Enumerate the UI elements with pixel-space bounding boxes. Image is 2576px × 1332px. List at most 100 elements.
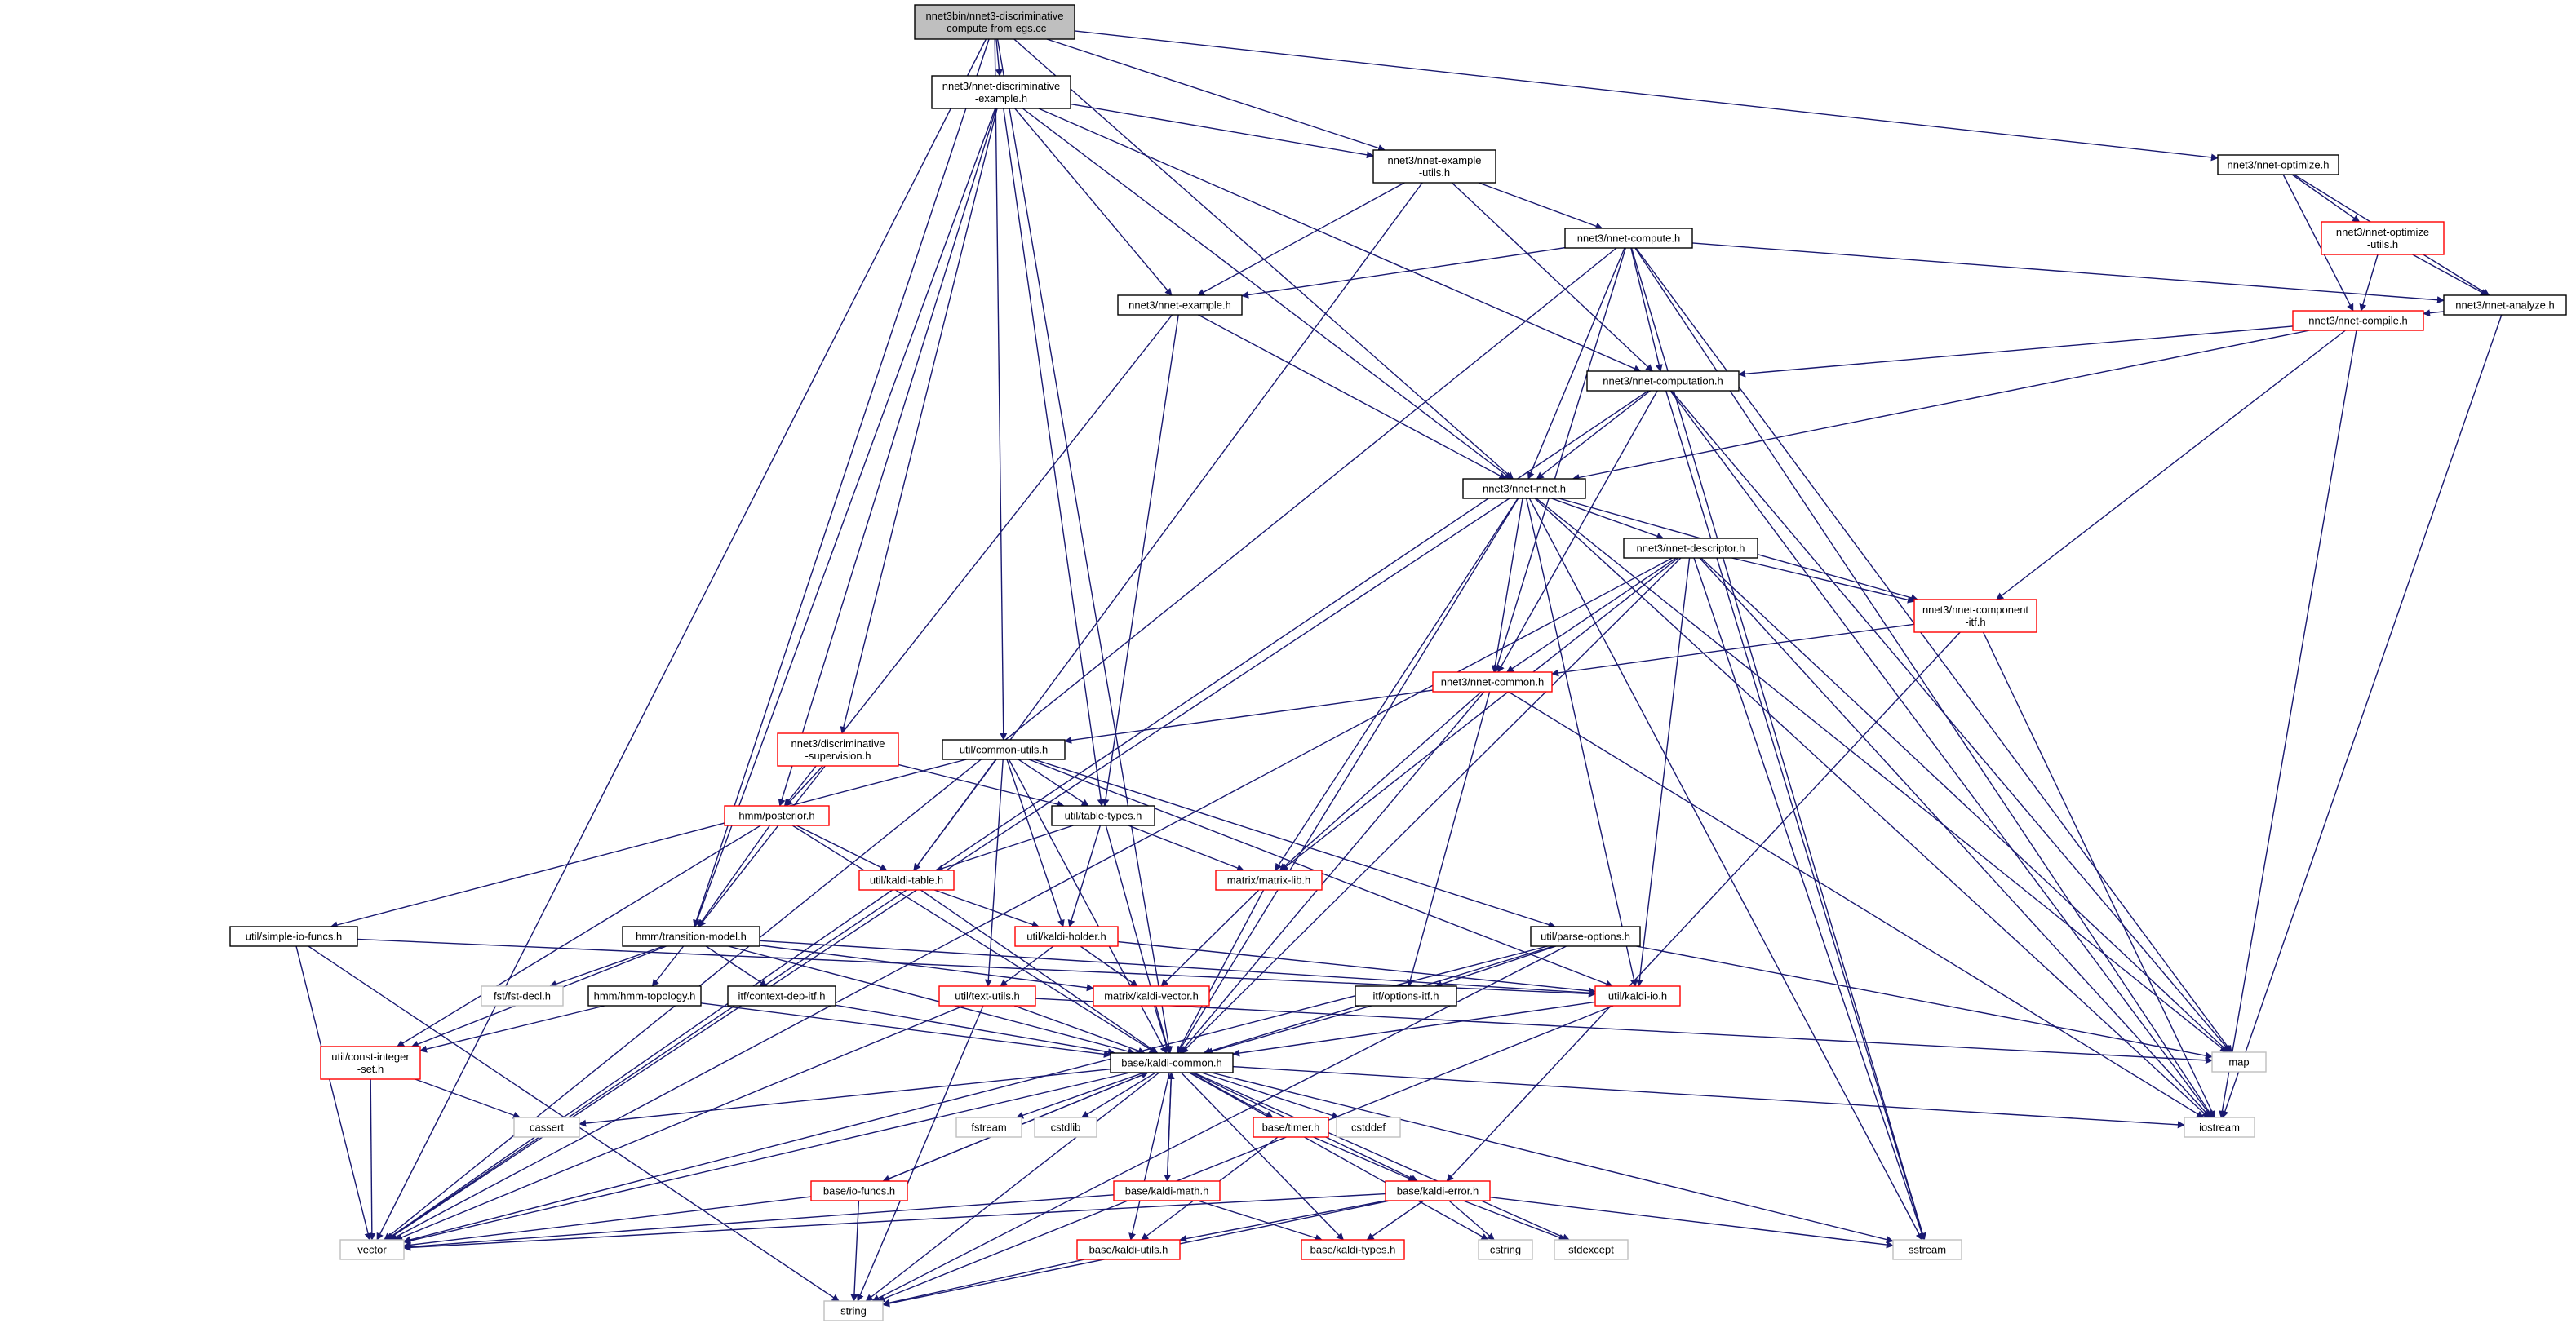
node-itf-options-itf-h[interactable]: itf/options-itf.h xyxy=(1355,985,1457,1007)
node-box xyxy=(1336,1117,1401,1138)
node-nnet3-nnet-compute-h[interactable]: nnet3/nnet-compute.h xyxy=(1564,228,1693,249)
node-label: -itf.h xyxy=(1965,616,1985,628)
node-nnet3-nnet-discriminative-example-h[interactable]: nnet3/nnet-discriminative-example.h xyxy=(931,75,1071,109)
node-util-kaldi-holder-h[interactable]: util/kaldi-holder.h xyxy=(1014,926,1119,947)
node-label: sstream xyxy=(1909,1244,1946,1256)
node-util-parse-options-h[interactable]: util/parse-options.h xyxy=(1530,926,1641,947)
node-label: base/kaldi-math.h xyxy=(1125,1185,1209,1197)
node-box xyxy=(2184,1117,2255,1138)
edge-exutils-to-example xyxy=(1197,182,1405,296)
node-label: util/table-types.h xyxy=(1065,810,1142,822)
edge-analyze-to-iostream xyxy=(2221,314,2503,1118)
node-base-kaldi-common-h[interactable]: base/kaldi-common.h xyxy=(1110,1052,1234,1073)
node-box xyxy=(1014,926,1119,947)
edge-optimize-to-optutils xyxy=(2291,174,2361,223)
node-cstring[interactable]: cstring xyxy=(1478,1239,1533,1260)
edge-compute-to-analyze xyxy=(1691,242,2445,304)
edge-ctxdep-to-kaldicommon xyxy=(835,1004,1115,1056)
node-matrix-matrix-lib-h[interactable]: matrix/matrix-lib.h xyxy=(1215,870,1323,891)
node-nnet3-nnet-compile-h[interactable]: nnet3/nnet-compile.h xyxy=(2292,310,2424,331)
edge-kaldicommon-to-cstring xyxy=(1189,1072,1489,1241)
edge-kaldicommon-to-string xyxy=(865,1072,1160,1302)
node-nnet3-nnet-descriptor-h[interactable]: nnet3/nnet-descriptor.h xyxy=(1623,538,1758,559)
node-nnet3-nnet-computation-h[interactable]: nnet3/nnet-computation.h xyxy=(1586,370,1740,392)
node-cstdlib[interactable]: cstdlib xyxy=(1034,1117,1097,1138)
node-util-table-types-h[interactable]: util/table-types.h xyxy=(1051,805,1155,826)
edge-constint-to-cassert xyxy=(415,1078,521,1119)
node-nnet3-nnet-analyze-h[interactable]: nnet3/nnet-analyze.h xyxy=(2443,294,2567,316)
node-fstream[interactable]: fstream xyxy=(955,1117,1022,1138)
edge-common-to-commonutils xyxy=(1064,689,1434,744)
edge-optionsitf-to-kaldicommon xyxy=(1205,1005,1372,1055)
node-nnet3-discriminative-supervision-h[interactable]: nnet3/discriminative-supervision.h xyxy=(777,732,899,767)
edge-discex-to-discsup xyxy=(840,108,998,734)
node-base-io-funcs-h[interactable]: base/io-funcs.h xyxy=(810,1180,908,1201)
node-nnet3-nnet-common-h[interactable]: nnet3/nnet-common.h xyxy=(1432,671,1553,693)
edge-transmodel-to-kaldicommon xyxy=(728,945,1136,1055)
node-hmm-hmm-topology-h[interactable]: hmm/hmm-topology.h xyxy=(587,985,702,1007)
edge-root-to-commonutils xyxy=(994,38,1008,741)
node-base-timer-h[interactable]: base/timer.h xyxy=(1253,1117,1329,1138)
node-box xyxy=(1301,1239,1405,1260)
edge-discex-to-posterior xyxy=(778,108,997,807)
node-nnet3-nnet-nnet-h[interactable]: nnet3/nnet-nnet.h xyxy=(1462,478,1586,499)
node-util-simple-io-funcs-h[interactable]: util/simple-io-funcs.h xyxy=(229,926,358,947)
node-cassert[interactable]: cassert xyxy=(513,1117,580,1138)
edge-optimize-to-compile xyxy=(2282,174,2354,312)
edge-commonutils-to-kaldiholder xyxy=(1006,759,1065,927)
node-box xyxy=(229,926,358,947)
edge-discex-to-transmodel xyxy=(693,108,996,927)
node-vector[interactable]: vector xyxy=(339,1239,405,1260)
node-stdexcept[interactable]: stdexcept xyxy=(1554,1239,1629,1260)
node-cstddef[interactable]: cstddef xyxy=(1336,1117,1401,1138)
node-hmm-posterior-h[interactable]: hmm/posterior.h xyxy=(724,805,830,826)
node-base-kaldi-utils-h[interactable]: base/kaldi-utils.h xyxy=(1076,1239,1181,1260)
node-label: matrix/kaldi-vector.h xyxy=(1104,990,1199,1002)
edge-compute-to-example xyxy=(1241,246,1566,299)
edge-kaldicommon-to-cassert xyxy=(579,1069,1111,1127)
edge-root-to-transmodel xyxy=(693,38,990,927)
node-hmm-transition-model-h[interactable]: hmm/transition-model.h xyxy=(622,926,760,947)
node-map[interactable]: map xyxy=(2211,1051,2267,1073)
node-label: matrix/matrix-lib.h xyxy=(1227,874,1311,887)
edge-nnet-to-matrixlib xyxy=(1275,498,1519,871)
node-box xyxy=(2217,154,2339,175)
node-util-const-integer-set-h[interactable]: util/const-integer-set.h xyxy=(320,1046,421,1080)
node-util-kaldi-table-h[interactable]: util/kaldi-table.h xyxy=(858,870,955,891)
edge-nnet-to-map xyxy=(1536,498,2228,1053)
node-nnet3-nnet-optimize-h[interactable]: nnet3/nnet-optimize.h xyxy=(2217,154,2339,175)
node-nnet3-nnet-component-itf-h[interactable]: nnet3/nnet-component-itf.h xyxy=(1913,599,2037,633)
edge-kaldicommon-to-kaldiutils xyxy=(1128,1072,1170,1241)
node-base-kaldi-error-h[interactable]: base/kaldi-error.h xyxy=(1385,1180,1491,1201)
node-box xyxy=(1564,228,1693,249)
edge-optutils-to-compile xyxy=(2359,254,2379,312)
node-box xyxy=(858,870,955,891)
node-string[interactable]: string xyxy=(823,1300,884,1321)
edge-discex-to-exutils xyxy=(1070,103,1374,159)
node-base-kaldi-math-h[interactable]: base/kaldi-math.h xyxy=(1113,1180,1221,1201)
edge-discex-to-tabletypes xyxy=(1003,108,1105,807)
node-nnet3-nnet-optimize-utils-h[interactable]: nnet3/nnet-optimize-utils.h xyxy=(2321,221,2445,255)
node-fst-fst-decl-h[interactable]: fst/fst-decl.h xyxy=(481,985,564,1007)
edge-example-to-nnet xyxy=(1198,314,1507,480)
node-nnet3-nnet-example-h[interactable]: nnet3/nnet-example.h xyxy=(1117,294,1243,316)
node-iostream[interactable]: iostream xyxy=(2184,1117,2255,1138)
edge-kaldierror-to-stdexcept xyxy=(1463,1200,1567,1241)
node-sstream[interactable]: sstream xyxy=(1892,1239,1962,1260)
node-util-text-utils-h[interactable]: util/text-utils.h xyxy=(938,985,1036,1007)
node-box xyxy=(1051,805,1155,826)
node-nnet3-nnet-example-utils-h[interactable]: nnet3/nnet-example-utils.h xyxy=(1372,149,1496,184)
node-itf-context-dep-itf-h[interactable]: itf/context-dep-itf.h xyxy=(727,985,836,1007)
edge-nnet-to-kaldiio xyxy=(1525,498,1638,987)
edge-descriptor-to-sstream xyxy=(1693,557,1926,1241)
node-util-kaldi-io-h[interactable]: util/kaldi-io.h xyxy=(1594,985,1681,1007)
node-label: nnet3/nnet-example xyxy=(1388,154,1482,166)
node-matrix-kaldi-vector-h[interactable]: matrix/kaldi-vector.h xyxy=(1093,985,1210,1007)
node-box xyxy=(1385,1180,1491,1201)
edge-discex-to-nnet xyxy=(1022,108,1512,480)
node-util-common-utils-h[interactable]: util/common-utils.h xyxy=(942,739,1066,760)
node-nnet3bin-nnet3-discriminative-compute-from-egs-cc[interactable]: nnet3bin/nnet3-discriminative-compute-fr… xyxy=(914,4,1075,40)
node-label: util/kaldi-holder.h xyxy=(1026,931,1106,943)
node-base-kaldi-types-h[interactable]: base/kaldi-types.h xyxy=(1301,1239,1405,1260)
